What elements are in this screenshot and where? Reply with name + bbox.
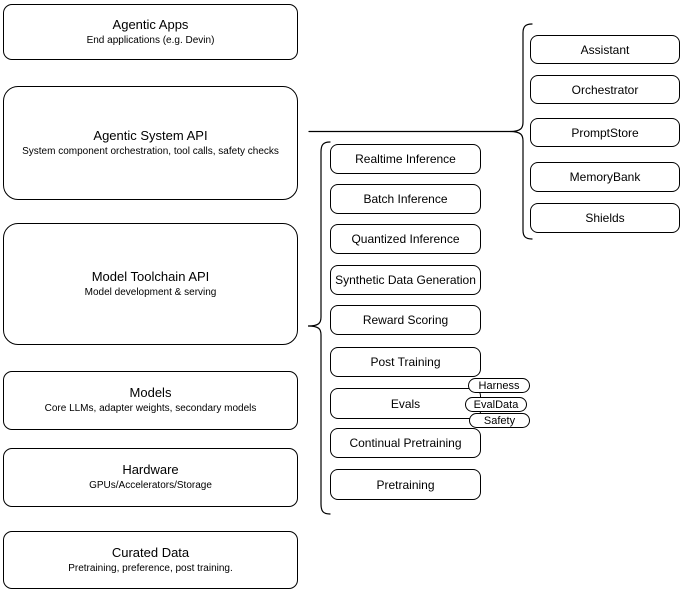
toolchain-node-reward-scoring: Reward Scoring	[330, 305, 481, 335]
node-subtitle: Model development & serving	[84, 286, 217, 298]
node-label: Realtime Inference	[355, 152, 456, 166]
node-model-toolchain-api: Model Toolchain API Model development & …	[3, 223, 298, 345]
node-title: Models	[129, 385, 172, 400]
eval-tag-evaldata: EvalData	[465, 397, 527, 412]
node-subtitle: End applications (e.g. Devin)	[86, 34, 215, 46]
eval-tag-harness: Harness	[468, 378, 530, 393]
toolchain-brace	[307, 141, 331, 515]
node-label: Shields	[585, 211, 625, 225]
toolchain-node-post-training: Post Training	[330, 347, 481, 377]
node-title: Hardware	[122, 462, 179, 477]
node-title: Agentic Apps	[112, 16, 189, 32]
node-subtitle: Pretraining, preference, post training.	[68, 562, 233, 574]
node-hardware: Hardware GPUs/Accelerators/Storage	[3, 448, 298, 507]
node-label: Assistant	[580, 42, 630, 57]
system-node-shields: Shields	[530, 203, 680, 233]
eval-tag-safety: Safety	[469, 413, 530, 428]
node-title: Model Toolchain API	[91, 268, 210, 284]
system-node-assistant: Assistant	[530, 35, 680, 64]
node-title: Agentic System API	[93, 127, 208, 143]
tag-label: Harness	[478, 379, 520, 392]
node-subtitle: GPUs/Accelerators/Storage	[89, 480, 212, 491]
system-node-orchestrator: Orchestrator	[530, 75, 680, 104]
toolchain-node-pretraining: Pretraining	[330, 469, 481, 500]
node-label: MemoryBank	[569, 170, 641, 184]
system-brace	[509, 23, 533, 240]
toolchain-node-synthetic-data-generation: Synthetic Data Generation	[330, 265, 481, 295]
node-subtitle: Core LLMs, adapter weights, secondary mo…	[44, 403, 257, 414]
node-label: Evals	[390, 396, 421, 411]
system-node-memorybank: MemoryBank	[530, 162, 680, 192]
tag-label: Safety	[483, 414, 516, 427]
tag-label: EvalData	[473, 398, 519, 411]
node-label: Reward Scoring	[362, 313, 449, 327]
toolchain-node-continual-pretraining: Continual Pretraining	[330, 428, 481, 458]
node-agentic-system-api: Agentic System API System component orch…	[3, 86, 298, 200]
node-label: Orchestrator	[571, 82, 639, 97]
node-label: Batch Inference	[363, 192, 448, 206]
node-curated-data: Curated Data Pretraining, preference, po…	[3, 531, 298, 589]
node-label: PromptStore	[571, 125, 639, 140]
node-agentic-apps: Agentic Apps End applications (e.g. Devi…	[3, 4, 298, 60]
toolchain-node-realtime-inference: Realtime Inference	[330, 144, 481, 174]
toolchain-node-evals: Evals	[330, 388, 481, 419]
node-models: Models Core LLMs, adapter weights, secon…	[3, 371, 298, 430]
node-label: Quantized Inference	[351, 232, 460, 246]
toolchain-node-quantized-inference: Quantized Inference	[330, 224, 481, 254]
toolchain-node-batch-inference: Batch Inference	[330, 184, 481, 214]
node-label: Post Training	[370, 355, 441, 369]
system-node-promptstore: PromptStore	[530, 118, 680, 147]
node-label: Pretraining	[376, 477, 435, 492]
node-subtitle: System component orchestration, tool cal…	[22, 145, 279, 157]
node-title: Curated Data	[111, 544, 190, 560]
node-label: Synthetic Data Generation	[335, 273, 476, 287]
node-label: Continual Pretraining	[349, 436, 462, 450]
